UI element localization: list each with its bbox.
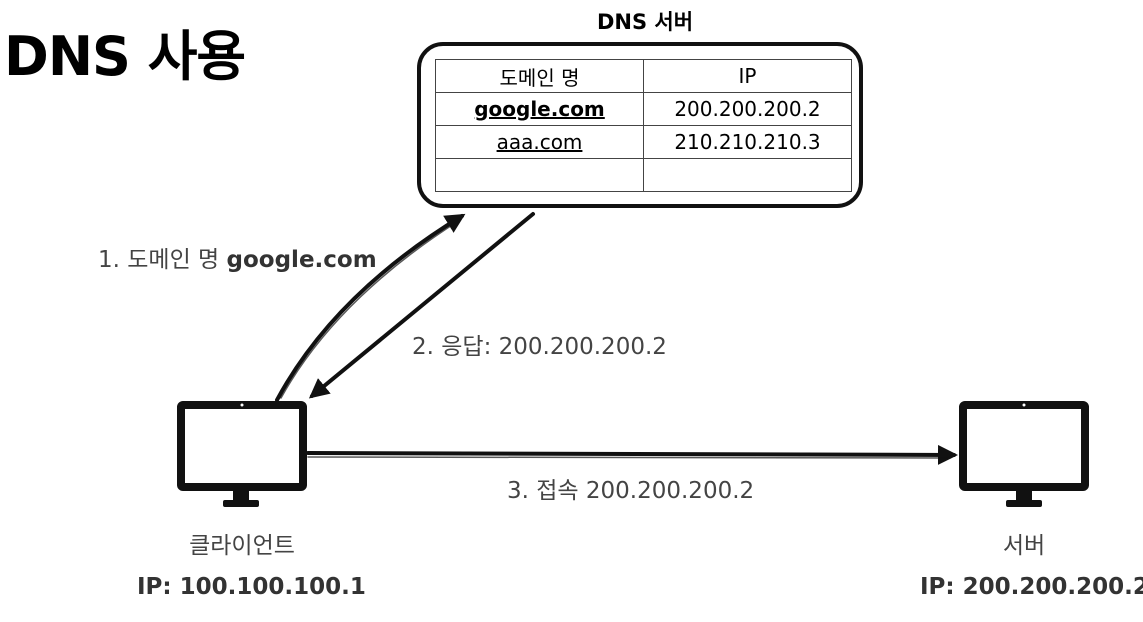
- page-title: DNS 사용: [4, 25, 246, 88]
- domain-aaa[interactable]: aaa.com: [496, 130, 583, 154]
- header-ip: IP: [643, 59, 852, 93]
- row-ip: [643, 158, 852, 192]
- client-ip: IP: 100.100.100.1: [137, 574, 366, 600]
- arrow-connect-sketch: [307, 456, 951, 459]
- table-row: [435, 158, 852, 192]
- step1-label: 1. 도메인 명 google.com: [98, 240, 377, 274]
- table-row: aaa.com 210.210.210.3: [435, 125, 852, 159]
- table-header-row: 도메인 명 IP: [435, 59, 852, 93]
- server-label: 서버: [1002, 533, 1046, 559]
- server-monitor-icon: [959, 401, 1089, 507]
- step3-label: 3. 접속 200.200.200.2: [507, 478, 755, 504]
- dns-server-label: DNS 서버: [596, 10, 694, 34]
- dns-table: 도메인 명 IP google.com 200.200.200.2 aaa.co…: [435, 59, 852, 192]
- domain-google[interactable]: google.com: [474, 97, 605, 121]
- arrow-request: [275, 213, 466, 402]
- row-domain: aaa.com: [435, 125, 644, 159]
- arrow-request-sketch: [280, 219, 461, 399]
- server-ip: IP: 200.200.200.2: [920, 574, 1143, 600]
- header-domain: 도메인 명: [435, 59, 644, 93]
- step1-domain: google.com: [226, 247, 377, 273]
- dns-server-box: [417, 42, 863, 208]
- client-label: 클라이언트: [189, 533, 295, 559]
- client-monitor-icon: [177, 401, 307, 507]
- step1-prefix: 1. 도메인 명: [98, 247, 227, 273]
- arrow-connect: [306, 444, 958, 465]
- step2-label: 2. 응답: 200.200.200.2: [412, 334, 667, 360]
- row-ip: 210.210.210.3: [643, 125, 852, 159]
- arrow-response-sketch: [315, 217, 530, 394]
